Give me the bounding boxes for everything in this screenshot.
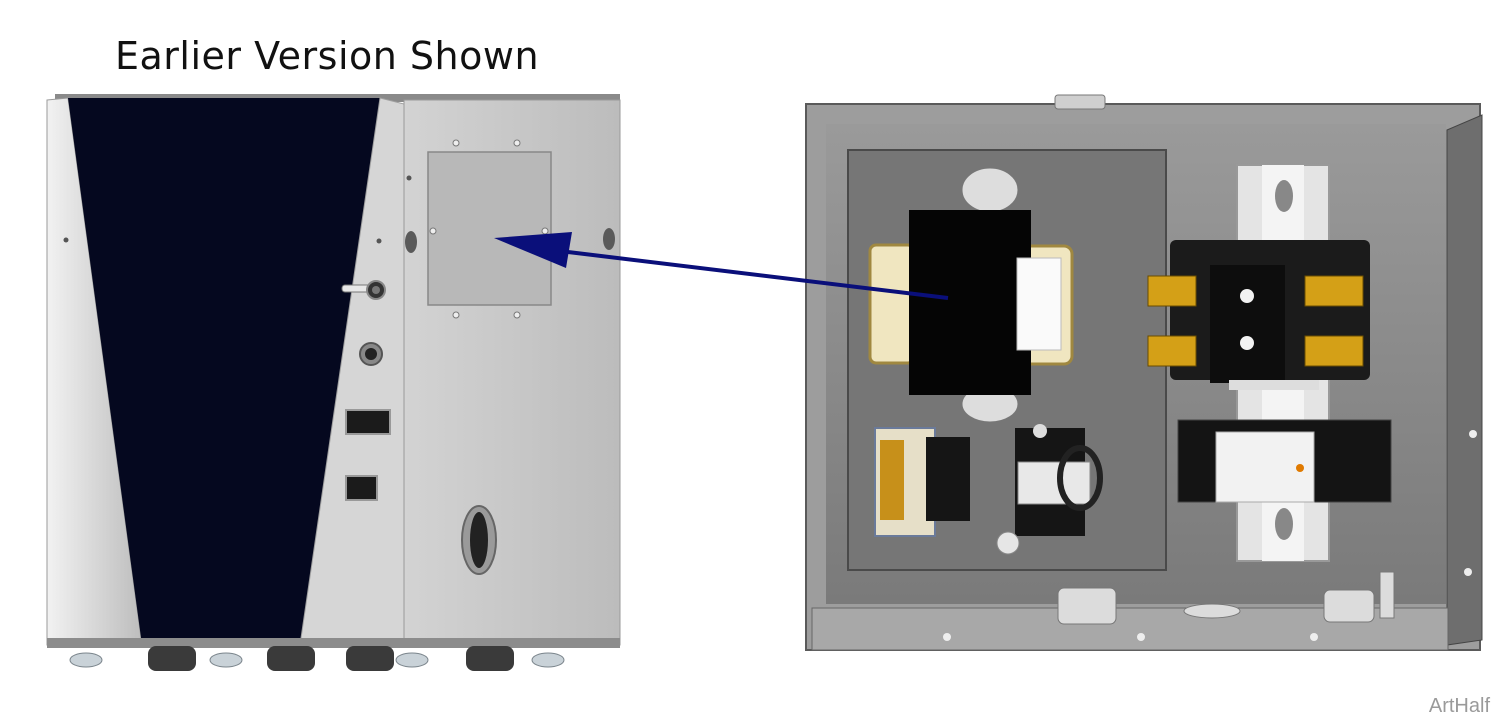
caster-wheels — [148, 646, 514, 671]
square-port — [345, 409, 391, 435]
side-hole — [603, 228, 615, 250]
din-rail-slot — [1275, 180, 1293, 212]
bottom-grommets — [1057, 571, 1395, 625]
panel-dot — [406, 175, 412, 181]
round-connector — [359, 342, 383, 366]
box-right-flange — [1446, 114, 1483, 646]
din-rail-slot — [1275, 508, 1293, 540]
lip-hole — [1310, 633, 1318, 641]
access-cover-plate — [427, 151, 552, 306]
cabinet-unit — [46, 94, 621, 671]
cover-screw — [513, 139, 521, 147]
panel-dot — [376, 238, 382, 244]
cover-screw — [429, 227, 437, 235]
square-port — [345, 475, 378, 501]
side-hole — [405, 231, 417, 253]
contactor — [1147, 240, 1370, 390]
cover-screw — [452, 311, 460, 319]
arrow-indicator — [494, 232, 949, 300]
diagram-title: Earlier Version Shown — [115, 34, 540, 78]
cover-screw — [513, 311, 521, 319]
toggle-switch — [341, 280, 386, 300]
cabinet-dark-front — [68, 98, 380, 645]
lip-hole — [943, 633, 951, 641]
cabinet-bottom-edge — [47, 638, 620, 648]
leveling-feet — [69, 652, 565, 668]
handle-slot — [461, 505, 497, 575]
flange-hole — [1464, 568, 1472, 576]
relay — [1177, 419, 1392, 503]
relay-socket — [996, 424, 1103, 555]
electrical-box — [805, 94, 1483, 651]
panel-dot — [63, 237, 69, 243]
cover-screw — [452, 139, 460, 147]
top-fitting — [1054, 94, 1106, 110]
lip-hole — [1137, 633, 1145, 641]
transformer — [868, 167, 1074, 423]
cover-screw — [541, 227, 549, 235]
terminal-block — [874, 427, 970, 537]
flange-hole — [1469, 430, 1477, 438]
footer-label: ArtHalf — [1428, 695, 1490, 717]
